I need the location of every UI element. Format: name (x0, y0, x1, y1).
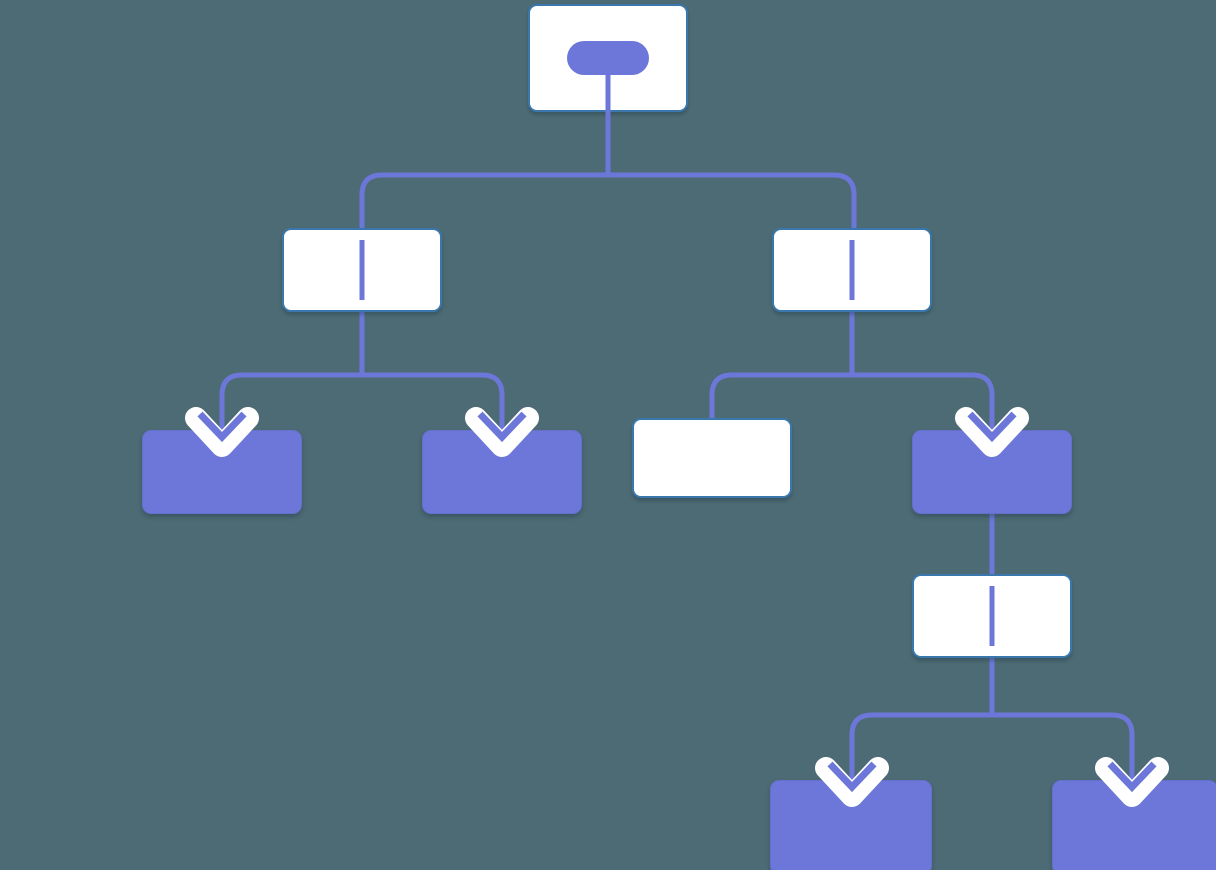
node-level3-right-a[interactable] (632, 418, 792, 498)
node-root[interactable] (528, 4, 688, 112)
node-level2-left[interactable] (282, 228, 442, 312)
node-level5-left[interactable] (770, 780, 932, 870)
node-level2-right[interactable] (772, 228, 932, 312)
node-level5-right[interactable] (1052, 780, 1216, 870)
node-level3-left-b[interactable] (422, 430, 582, 514)
node-level4[interactable] (912, 574, 1072, 658)
node-level3-left-a[interactable] (142, 430, 302, 514)
node-level3-right-b[interactable] (912, 430, 1072, 514)
